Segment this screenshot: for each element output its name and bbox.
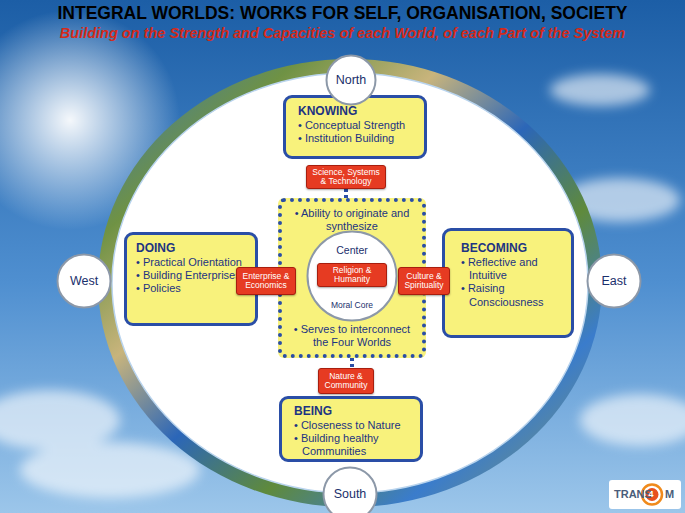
- circle-shape: [324, 468, 377, 513]
- node-text: • Serves to interconnect the Four Worlds: [286, 323, 418, 349]
- connector-label-box: Science, Systems & Technology: [306, 165, 386, 189]
- logo-number: 4: [649, 489, 654, 499]
- center-circle: CenterMoral Core Religion & Humanity: [306, 230, 398, 322]
- node-text: South: [334, 487, 367, 501]
- direction-circle: North: [325, 54, 377, 106]
- circle-shape: [327, 56, 376, 105]
- node-text: North: [336, 73, 367, 87]
- node-text: • Raising Consciousness: [461, 282, 565, 308]
- node-text: • Institution Building: [298, 132, 416, 145]
- node-text: Moral Core: [330, 301, 374, 310]
- node-text: Nature & Community: [321, 372, 371, 391]
- world-box: BECOMING• Reflective and Intuitive• Rais…: [442, 228, 574, 338]
- center-label-box: Religion & Humanity: [317, 263, 387, 287]
- circle-shape: [58, 255, 111, 308]
- node-text: Religion & Humanity: [320, 266, 384, 285]
- node-text: • Practical Orientation: [136, 256, 252, 269]
- node-text: • Ability to originate and synthesize: [286, 207, 418, 233]
- node-text: Center: [306, 244, 398, 256]
- node-text: • Closeness to Nature: [294, 419, 414, 432]
- node-text: West: [70, 274, 98, 288]
- node-text: Science, Systems & Technology: [309, 168, 383, 187]
- clouds: [0, 74, 685, 498]
- node-text: • Building Enterprises: [136, 269, 252, 282]
- logo-text: M: [665, 488, 674, 500]
- direction-circle: West: [56, 253, 112, 309]
- connector-label-box: Nature & Community: [318, 368, 374, 394]
- node-text: • Policies: [136, 282, 252, 295]
- connector-label-box: Enterprise & Economics: [236, 267, 296, 295]
- node-text: BEING: [294, 404, 414, 419]
- node-text: KNOWING: [298, 104, 416, 119]
- dotted-connector: [350, 358, 354, 368]
- node-text: East: [601, 274, 626, 288]
- direction-circle: East: [586, 253, 642, 309]
- subtitle: Building on the Strength and Capacities …: [0, 25, 685, 41]
- world-box: BEING• Closeness to Nature• Building hea…: [279, 396, 423, 462]
- connector-label-box: Culture & Spirituality: [398, 267, 450, 295]
- logo-plate: [609, 480, 681, 509]
- node-text: • Conceptual Strength: [298, 119, 416, 132]
- direction-circle: South: [322, 466, 378, 513]
- node-text: BECOMING: [461, 241, 565, 256]
- node-text: • Reflective and Intuitive: [461, 256, 565, 282]
- globe-inner: [112, 73, 588, 493]
- circle-shape: [588, 255, 641, 308]
- diagram-title: INTEGRAL WORLDS: WORKS FOR SELF, ORGANIS…: [0, 3, 685, 24]
- globe-ring: [98, 59, 602, 507]
- node-text: DOING: [136, 241, 252, 256]
- node-text: Enterprise & Economics: [239, 272, 293, 291]
- node-text: Culture & Spirituality: [401, 272, 447, 291]
- node-text: • Building healthy Communities: [294, 432, 414, 458]
- dotted-connector: [344, 189, 348, 198]
- logo-text: TRANS: [614, 488, 652, 500]
